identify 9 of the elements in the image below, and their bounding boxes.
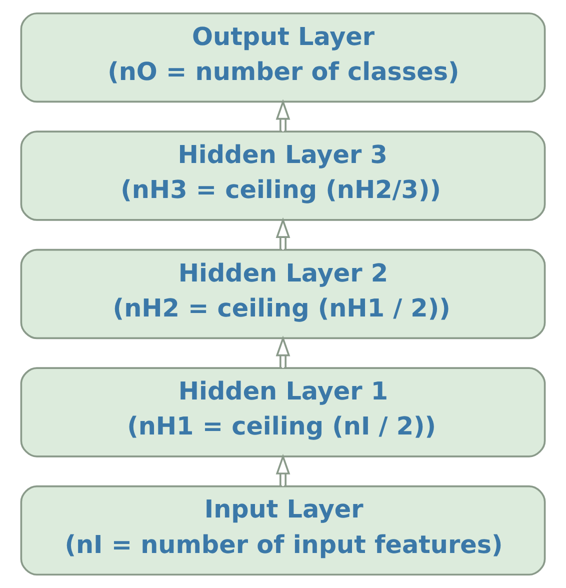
node-box: Output Layer (nO = number of classes): [20, 12, 546, 103]
node-box: Hidden Layer 1 (nH1 = ceiling (nI / 2)): [20, 367, 546, 458]
arrow: [276, 454, 290, 486]
node-box: Hidden Layer 2 (nH2 = ceiling (nH1 / 2)): [20, 248, 546, 340]
arrow: [276, 336, 290, 368]
arrow: [276, 99, 290, 132]
node-box: Hidden Layer 3 (nH3 = ceiling (nH2/3)): [20, 130, 546, 221]
arrow: [276, 217, 290, 250]
node-box: Input Layer (nI = number of input features): [20, 485, 546, 576]
